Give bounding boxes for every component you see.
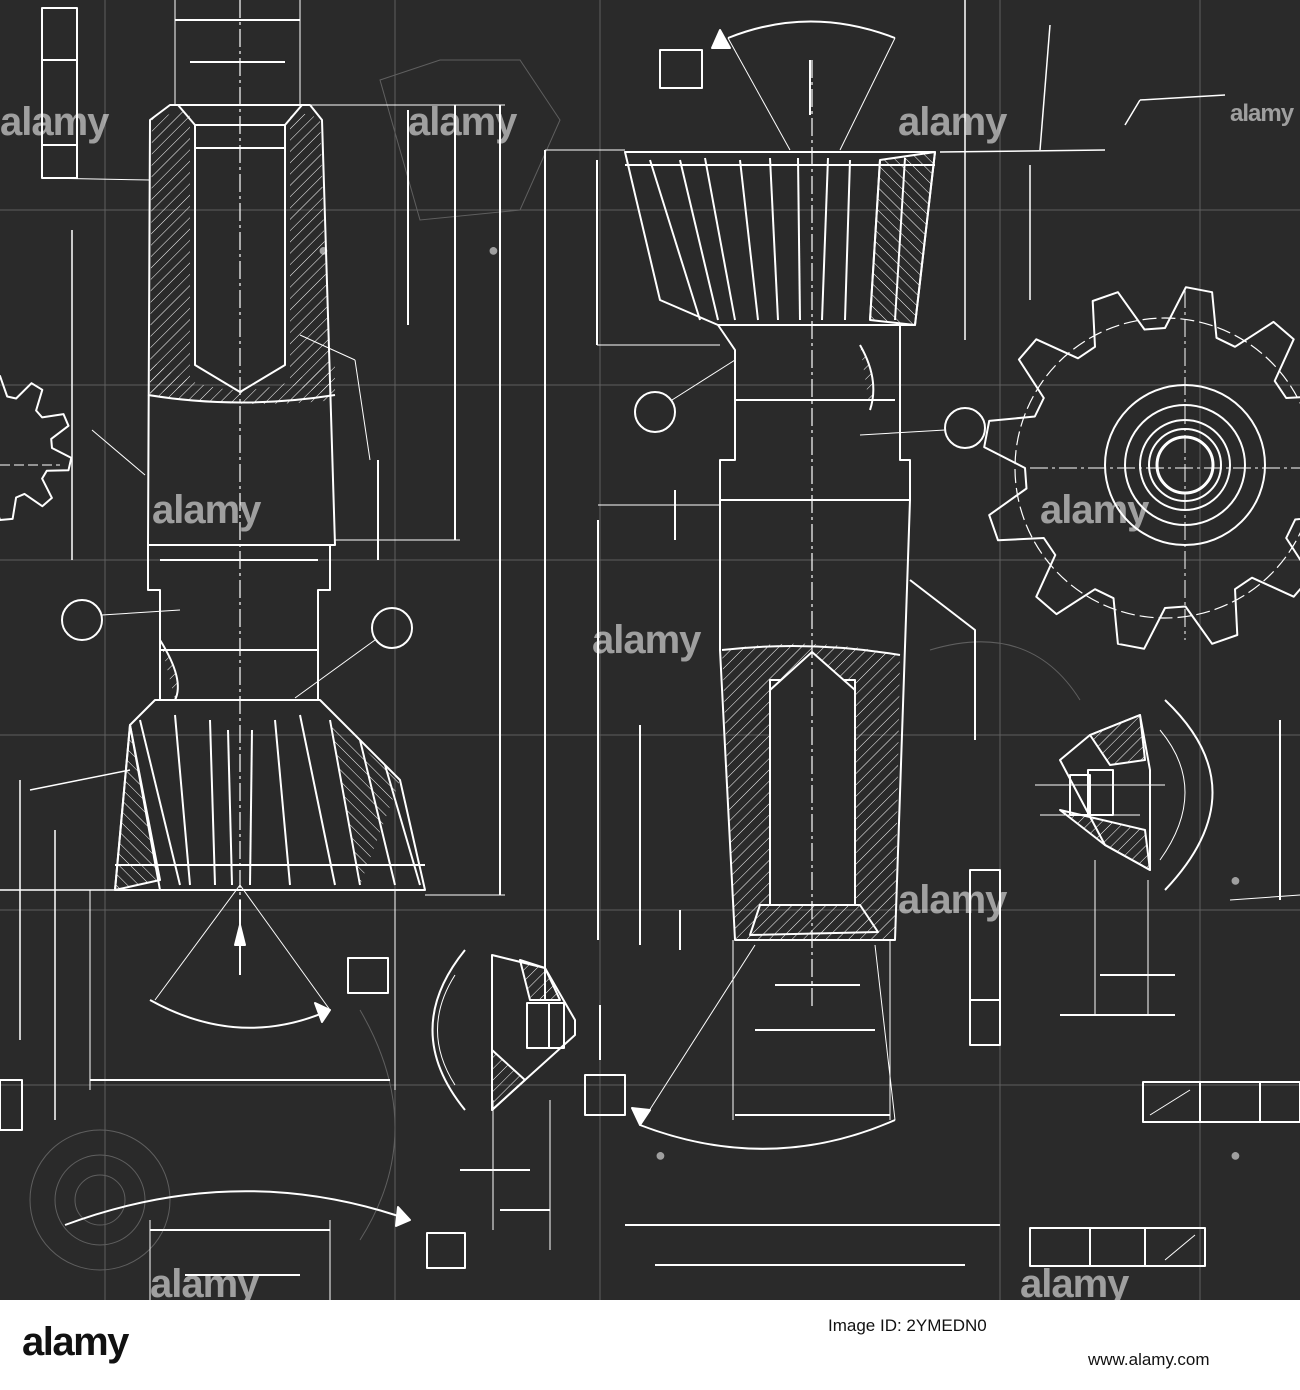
watermark-dot: ● — [318, 240, 329, 260]
bottom-detail — [0, 1079, 1300, 1300]
watermark: alamy — [152, 488, 261, 532]
small-bevel-part-right — [1035, 699, 1300, 1016]
site-url[interactable]: www.alamy.com — [1088, 1350, 1210, 1369]
watermark: alamy — [1040, 488, 1149, 532]
watermark-dot: ● — [1230, 1145, 1241, 1165]
spur-gear-outline — [983, 286, 1300, 650]
image-id-label: Image ID: 2YMEDN0 — [828, 1316, 987, 1335]
small-bevel-part-center — [431, 949, 601, 1250]
watermark: alamy — [408, 100, 517, 144]
watermark: alamy — [898, 878, 1007, 922]
watermark: alamy — [1020, 1262, 1129, 1300]
left-partial-gear — [0, 375, 73, 521]
watermark: alamy — [150, 1262, 259, 1300]
left-bevel-gear-shaft — [41, 0, 505, 1090]
alamy-logo[interactable]: alamy — [22, 1320, 129, 1364]
watermark-dot: ● — [488, 240, 499, 260]
left-edge-lines — [0, 230, 131, 1120]
footer-bar: alamy Image ID: 2YMEDN0 www.alamy.com — [0, 1300, 1300, 1390]
watermark: alamy — [898, 100, 1007, 144]
technical-drawing-canvas: alamy alamy alamy alamy alamy alamy alam… — [0, 0, 1300, 1300]
pitch-circle — [1014, 317, 1300, 619]
watermark: alamy — [1230, 100, 1294, 127]
middle-bevel-gear-shaft — [544, 20, 1001, 1150]
right-spur-gear — [983, 286, 1300, 650]
top-right-leader — [939, 0, 1226, 340]
watermark: alamy — [0, 100, 109, 144]
watermark: alamy — [592, 618, 701, 662]
partial-gear-outline — [0, 375, 73, 521]
watermark-dot: ● — [1230, 870, 1241, 890]
blueprint-svg — [0, 0, 1300, 1300]
main-linework — [0, 0, 1300, 1300]
watermark-dot: ● — [655, 1145, 666, 1165]
